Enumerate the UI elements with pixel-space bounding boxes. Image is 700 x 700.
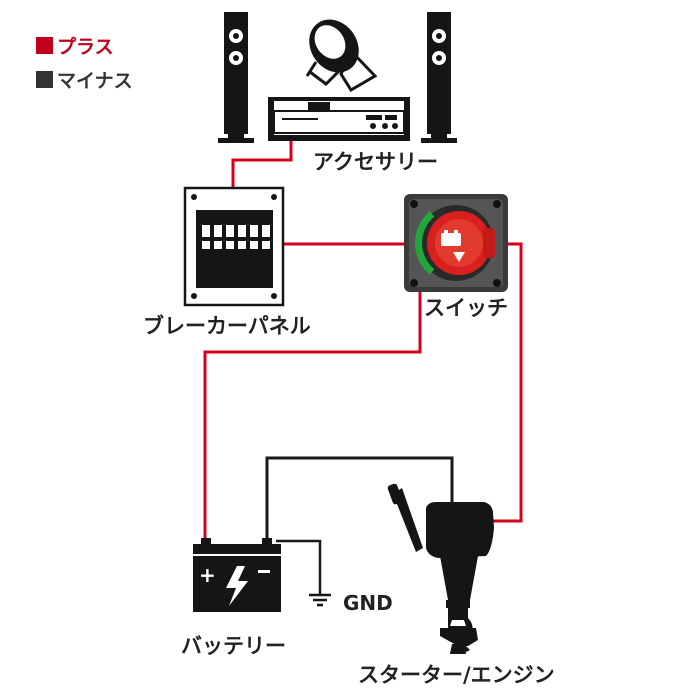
battery-label: バッテリー — [181, 634, 286, 658]
outboard-engine-icon — [387, 483, 494, 654]
breaker-panel-label: ブレーカーパネル — [143, 314, 311, 338]
battery-switch-icon — [404, 194, 508, 292]
speaker-right-icon — [421, 12, 457, 143]
wire-switch-to-engine — [493, 242, 523, 523]
breaker-panel-icon — [183, 186, 285, 307]
legend-minus-label: マイナス — [57, 70, 133, 92]
wire-battery-to-gnd — [276, 539, 322, 595]
svg-text:+: + — [199, 563, 216, 587]
spotlight-icon — [305, 19, 378, 93]
legend-plus-swatch — [36, 37, 53, 54]
speaker-left-icon — [218, 12, 254, 143]
wire-accessory-to-breaker — [231, 138, 293, 188]
legend-minus: マイナス — [36, 66, 133, 93]
legend-plus-label: プラス — [57, 36, 114, 58]
switch-label: スイッチ — [424, 296, 508, 320]
legend-plus: プラス — [36, 32, 114, 59]
starter-engine-label: スターター/エンジン — [358, 663, 555, 687]
ground-icon — [309, 593, 331, 607]
amplifier-icon — [268, 97, 410, 141]
legend-minus-swatch — [36, 71, 53, 88]
gnd-label: GND — [343, 591, 393, 615]
battery-icon: + — [193, 538, 281, 612]
wire-switch-to-battery — [203, 292, 422, 540]
accessory-label: アクセサリー — [313, 150, 438, 174]
wire-battery-to-engine — [265, 456, 454, 540]
